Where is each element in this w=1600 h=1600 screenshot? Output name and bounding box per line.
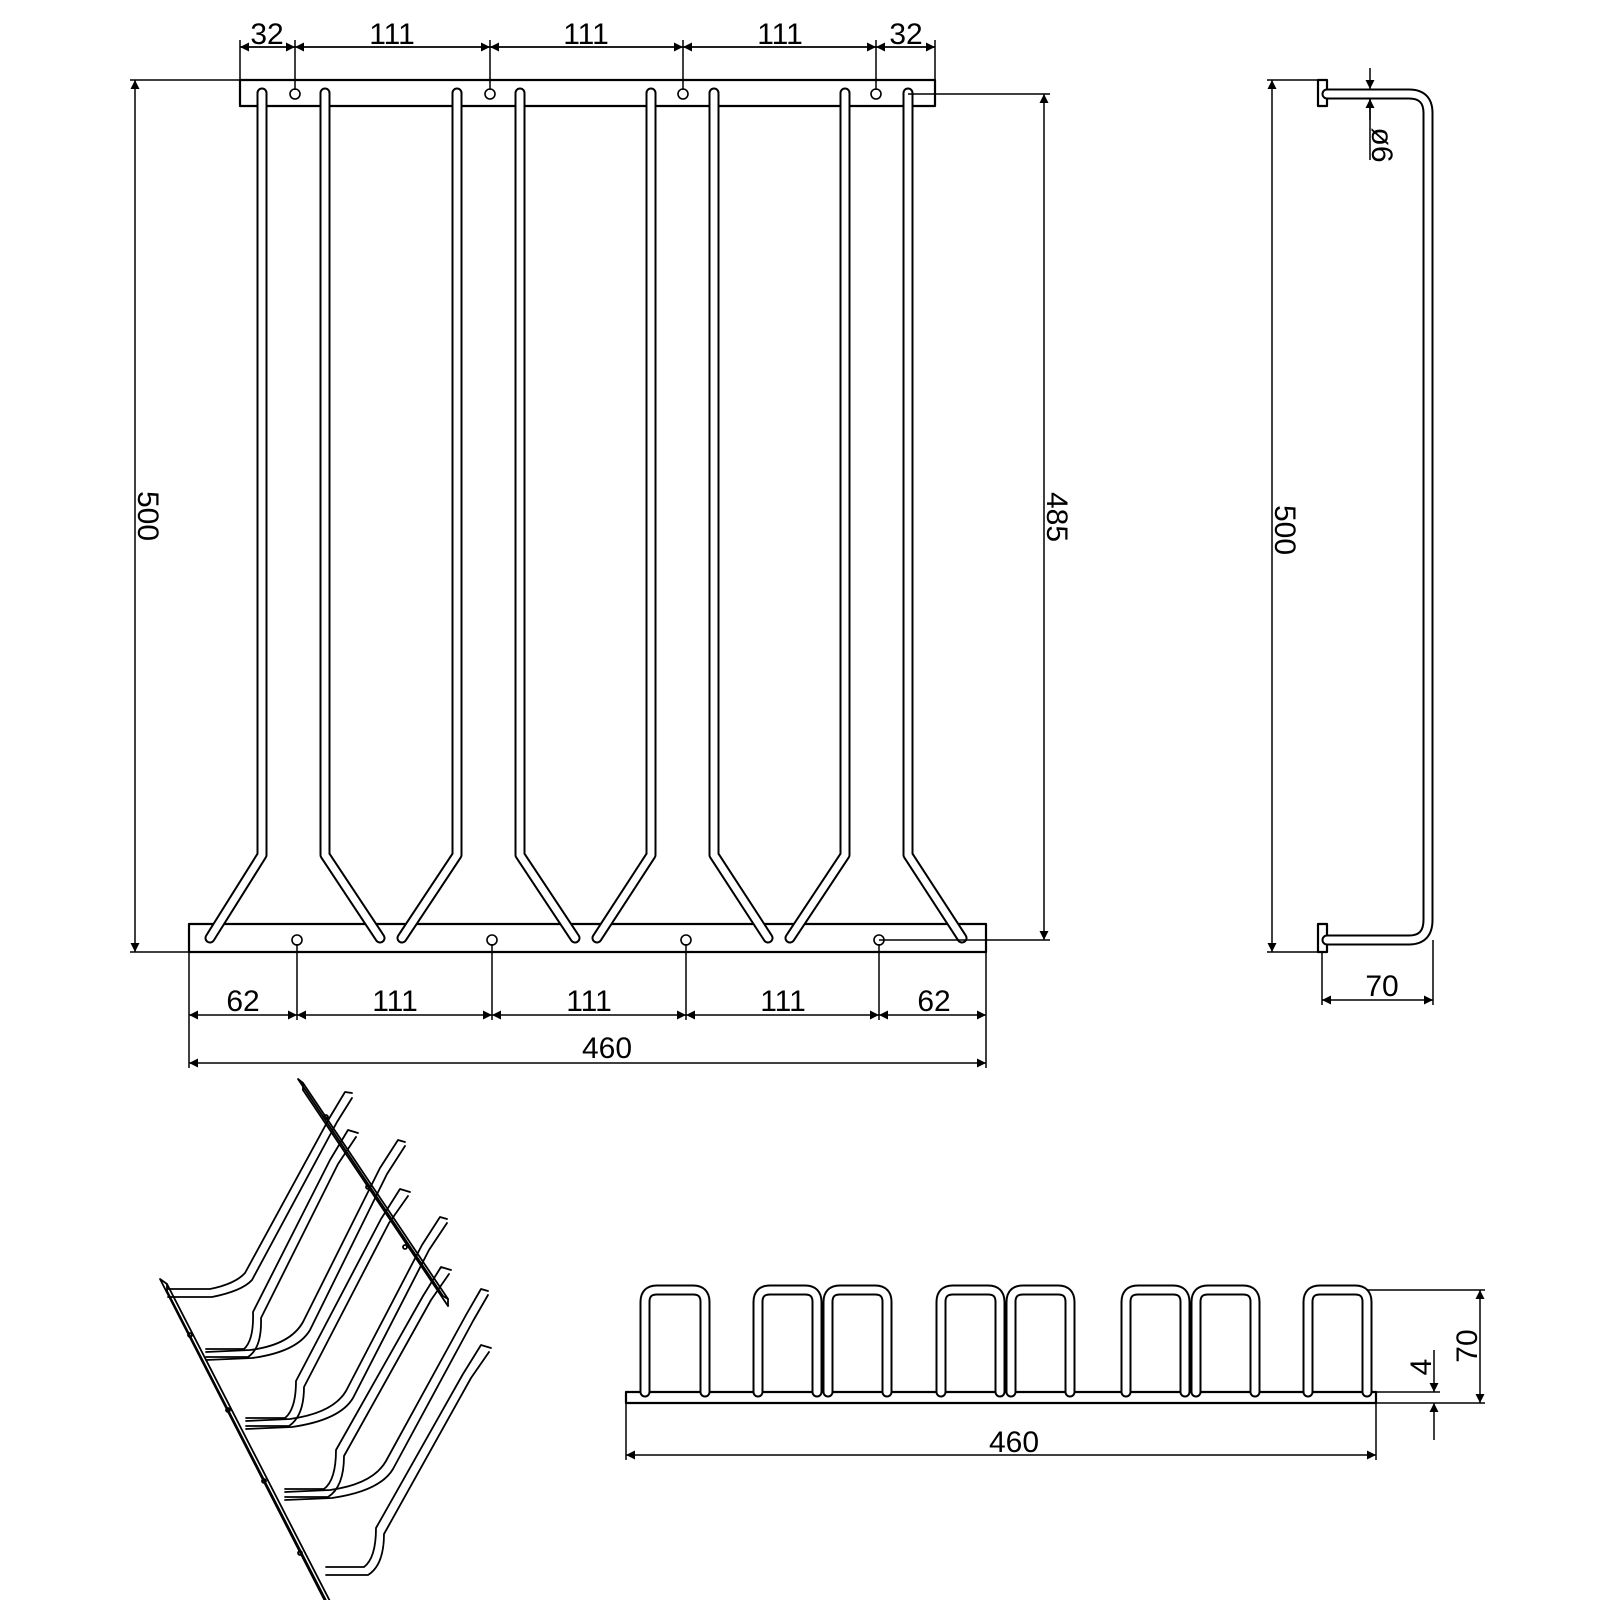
screw-hole	[677, 88, 689, 100]
dim-label: 62	[226, 985, 259, 1018]
wire-loop	[1302, 1284, 1373, 1398]
dim-label: 32	[889, 18, 922, 51]
side-depth-label: 70	[1365, 970, 1398, 1003]
isometric-view	[159, 1078, 492, 1600]
screw-hole	[291, 934, 303, 946]
dim-label: 111	[369, 18, 415, 51]
plan-width-label: 460	[989, 1426, 1039, 1459]
screw-hole	[486, 934, 498, 946]
bottom-dimension-chain: 62 111 111 111 62 460	[188, 944, 987, 1068]
height-dimension: 500	[130, 79, 240, 953]
side-view: 500 70 ø6	[1267, 68, 1434, 1005]
wire-rail	[902, 87, 968, 944]
wire-loop	[822, 1284, 893, 1398]
side-height-label: 500	[1268, 505, 1301, 555]
overall-width-label: 460	[582, 1032, 632, 1065]
wire-rail	[319, 87, 386, 944]
wire-loop	[639, 1284, 711, 1398]
wire-loop	[1190, 1284, 1261, 1398]
front-view: 32 111 111 111 32 62 111 111 111 62	[130, 18, 1073, 1068]
wire-loop	[1005, 1284, 1076, 1398]
screw-hole	[484, 88, 496, 100]
iso-top-plate	[297, 1078, 449, 1300]
wire-rail	[514, 87, 581, 944]
side-wire	[1321, 88, 1434, 946]
iso-rails	[167, 1091, 492, 1576]
wire-rail	[708, 87, 774, 944]
iso-bottom-plate	[159, 1278, 331, 1600]
dim-label: 111	[372, 985, 418, 1018]
wire-loop	[935, 1284, 1006, 1398]
height-label: 500	[131, 491, 164, 541]
wire-diameter-label: ø6	[1365, 127, 1398, 162]
bottom-plate	[187, 922, 988, 954]
dim-label: 111	[757, 18, 803, 51]
plan-loops	[639, 1284, 1373, 1398]
wire-rail	[784, 87, 851, 944]
plate-thickness-label: 4	[1405, 1359, 1438, 1376]
screw-hole	[680, 934, 692, 946]
dim-label: 111	[563, 18, 609, 51]
rail-span-label: 485	[1040, 492, 1073, 542]
top-dimension-chain: 32 111 111 111 32	[239, 18, 936, 90]
screw-hole	[870, 88, 882, 100]
plan-view: 460 70 4	[624, 1284, 1485, 1460]
wire-loop	[752, 1284, 823, 1398]
top-plate	[238, 78, 937, 108]
dim-label: 62	[917, 985, 950, 1018]
wire-rails	[204, 87, 968, 944]
wire-rail	[204, 87, 268, 944]
dim-label: 111	[566, 985, 612, 1018]
dim-label: 32	[250, 18, 283, 51]
dim-label: 111	[760, 985, 806, 1018]
wire-loop	[1120, 1284, 1191, 1398]
screw-hole	[289, 88, 301, 100]
rail-span-dimension: 485	[879, 93, 1073, 941]
wire-rail	[591, 87, 657, 944]
wire-rail	[396, 87, 463, 944]
plan-height-label: 70	[1451, 1329, 1484, 1362]
